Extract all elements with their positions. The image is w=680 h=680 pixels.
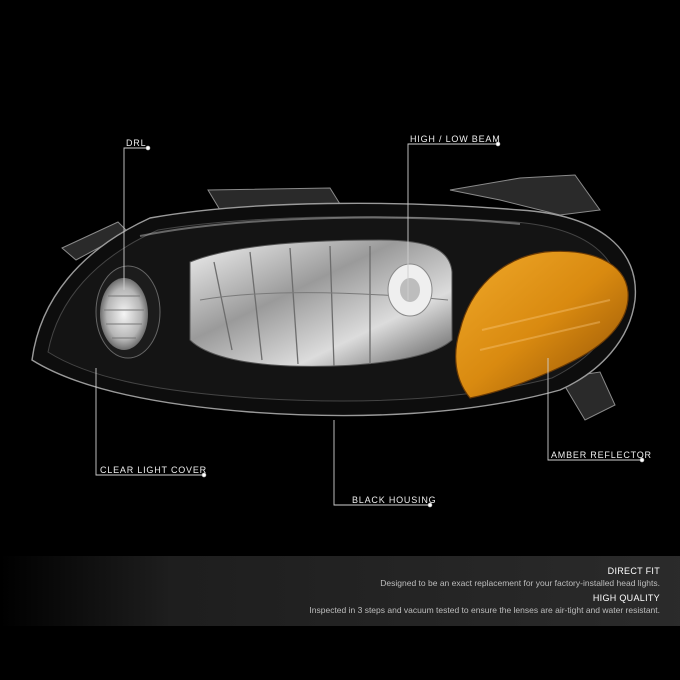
amber-reflector bbox=[455, 250, 629, 399]
callout-drl: DRL bbox=[126, 138, 147, 148]
drl-lens bbox=[95, 265, 161, 359]
feature-title-high-quality: HIGH QUALITY bbox=[592, 593, 660, 603]
feature-desc-direct-fit: Designed to be an exact replacement for … bbox=[380, 578, 660, 588]
callout-amber-reflector: AMBER REFLECTOR bbox=[551, 450, 652, 460]
callout-high-low-beam: HIGH / LOW BEAM bbox=[410, 134, 501, 144]
feature-title-direct-fit: DIRECT FIT bbox=[607, 566, 660, 576]
high-low-beam-reflector bbox=[189, 239, 453, 367]
clear-lens-highlight bbox=[139, 216, 521, 237]
feature-desc-high-quality: Inspected in 3 steps and vacuum tested t… bbox=[309, 605, 660, 615]
callout-lines bbox=[95, 141, 645, 508]
mounting-brackets bbox=[61, 174, 616, 421]
callout-black-housing: BLACK HOUSING bbox=[352, 495, 437, 505]
feature-band bbox=[0, 556, 680, 626]
callout-clear-light-cover: CLEAR LIGHT COVER bbox=[100, 465, 207, 475]
